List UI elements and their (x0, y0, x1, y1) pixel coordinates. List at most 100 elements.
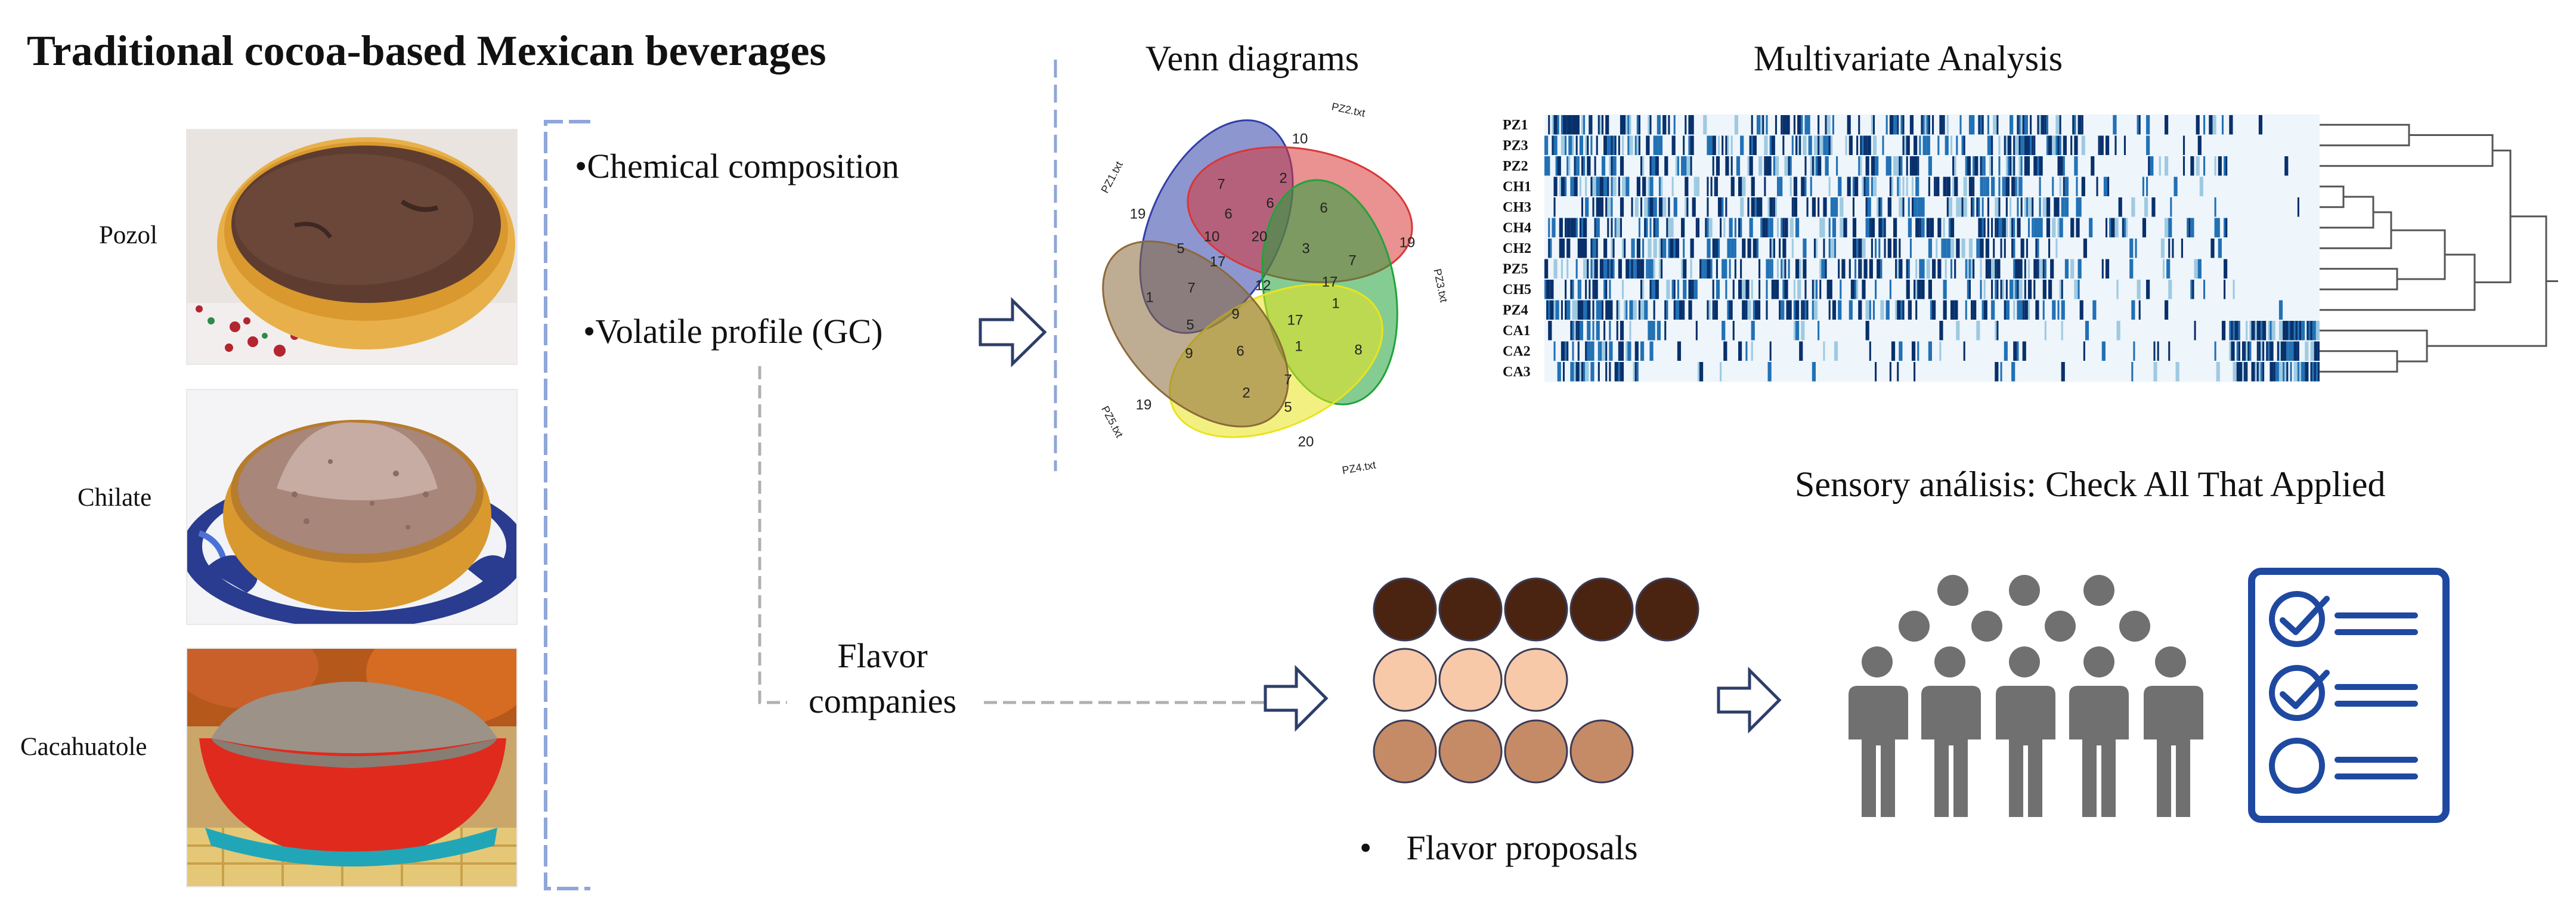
heatmap-cell (2044, 259, 2046, 278)
heatmap-cell (2199, 177, 2203, 196)
heatmap-cell (1622, 135, 1624, 155)
venn-count-c_5b: 5 (1186, 317, 1194, 333)
heatmap-cell (1766, 259, 1770, 278)
heatmap-cell (2194, 321, 2196, 341)
heatmap-cell (2011, 218, 2014, 237)
heatmap-cell (1634, 135, 1637, 155)
heatmap-cell (1607, 218, 1609, 237)
heatmap-cell (1777, 177, 1779, 196)
heatmap-cell (1869, 259, 1873, 278)
heatmap-cell (2126, 218, 2128, 237)
heatmap-cell (1897, 177, 1901, 196)
heatmap-cell (1978, 197, 1980, 217)
heatmap-cell (1589, 280, 1591, 299)
page-title: Traditional cocoa-based Mexican beverage… (27, 27, 826, 75)
heatmap-cell (1830, 197, 1834, 217)
venn-count-pz2_only: 10 (1292, 131, 1308, 147)
heatmap-cell (1712, 239, 1716, 258)
heatmap-cell (1685, 177, 1689, 196)
heatmap-cell (1828, 280, 1832, 299)
heatmap-cell (2221, 321, 2226, 341)
heatmap-cell (1658, 115, 1661, 135)
venn-title: Venn diagrams (1145, 39, 1360, 78)
heatmap-cell (1745, 300, 1748, 320)
heatmap-cell (1932, 115, 1934, 135)
heatmap-cell (1865, 135, 1868, 155)
heatmap-cell (1926, 218, 1930, 237)
venn-count-c_2: 2 (1279, 170, 1287, 186)
heatmap-cell (2244, 362, 2246, 382)
heatmap-cell (1867, 135, 1871, 155)
heatmap-cell (1754, 197, 1757, 217)
heatmap-cell (1579, 135, 1583, 155)
heatmap-cell (1662, 239, 1667, 258)
heatmap-cell (1995, 280, 1997, 299)
heatmap-cell (1612, 156, 1617, 176)
heatmap-cell (1688, 280, 1692, 299)
heatmap-cell (1603, 135, 1608, 155)
heatmap-cell (2070, 259, 2075, 278)
heatmap-cell (2255, 362, 2259, 382)
heatmap-cell (2013, 218, 2015, 237)
heatmap-cell (1830, 135, 1832, 155)
heatmap-cell (1710, 259, 1713, 278)
heatmap-cell (1611, 218, 1613, 237)
heatmap-cell (1991, 156, 1993, 176)
heatmap-cell (2278, 300, 2283, 320)
dendrogram-branch (2320, 123, 2410, 147)
heatmap-cell (1801, 115, 1803, 135)
heatmap-cell (1664, 115, 1667, 135)
heatmap-cell (1813, 280, 1816, 299)
heatmap-cell (1983, 218, 1986, 237)
heatmap-cell (1601, 156, 1606, 176)
heatmap-cell (1821, 218, 1825, 237)
heatmap-cell (1618, 300, 1620, 320)
heatmap-cell (1849, 135, 1853, 155)
heatmap-cell (2024, 197, 2026, 217)
heatmap-cell (1909, 300, 1912, 320)
heatmap-cell (1863, 239, 1866, 258)
heatmap-cell (2131, 197, 2135, 217)
heatmap-cell (1889, 280, 1891, 299)
heatmap-cell (2079, 300, 2083, 320)
heatmap-cell (1620, 259, 1622, 278)
heatmap-cell (2142, 218, 2147, 237)
heatmap-cell (1620, 341, 1624, 361)
analysis-item-volatile: •Volatile profile (GC) (583, 312, 883, 351)
heatmap-cell (2317, 341, 2320, 361)
heatmap-cell (1661, 197, 1663, 217)
heatmap-cell (1589, 115, 1591, 135)
heatmap-cell (1880, 197, 1883, 217)
heatmap-cell (1720, 218, 1722, 237)
heatmap-cell (1981, 300, 1984, 320)
heatmap-cell (1638, 218, 1640, 237)
heatmap-cell (1878, 239, 1881, 258)
heatmap-cell (1548, 115, 1550, 135)
heatmap-cell (1882, 135, 1884, 155)
heatmap-cell (2054, 197, 2058, 217)
heatmap-cell (1734, 239, 1736, 258)
heatmap-cell (1729, 300, 1731, 320)
heatmap-cell (1834, 341, 1838, 361)
heatmap-cell (1956, 321, 1960, 341)
heatmap-cell (1552, 115, 1556, 135)
heatmap-cell (1915, 259, 1918, 278)
heatmap-cell (1732, 280, 1735, 299)
heatmap-cell (1818, 135, 1822, 155)
heatmap-cell (1577, 156, 1580, 176)
heatmap-cell (1766, 156, 1768, 176)
heatmap-cell (1858, 300, 1862, 320)
heatmap-cell (1812, 362, 1816, 382)
heatmap-cell (1784, 259, 1787, 278)
flavor-connector-line (758, 366, 1264, 704)
heatmap-cell (1734, 218, 1736, 237)
proposal-circle (1504, 648, 1568, 712)
heatmap-cell (1914, 280, 1918, 299)
heatmap-cell (2013, 280, 2015, 299)
heatmap-cell (1705, 218, 1707, 237)
heatmap-cell (2256, 321, 2261, 341)
heatmap-cell (1819, 135, 1823, 155)
heatmap-cell (2024, 300, 2028, 320)
heatmap-cell (1816, 156, 1818, 176)
heatmap-cell (1838, 259, 1840, 278)
